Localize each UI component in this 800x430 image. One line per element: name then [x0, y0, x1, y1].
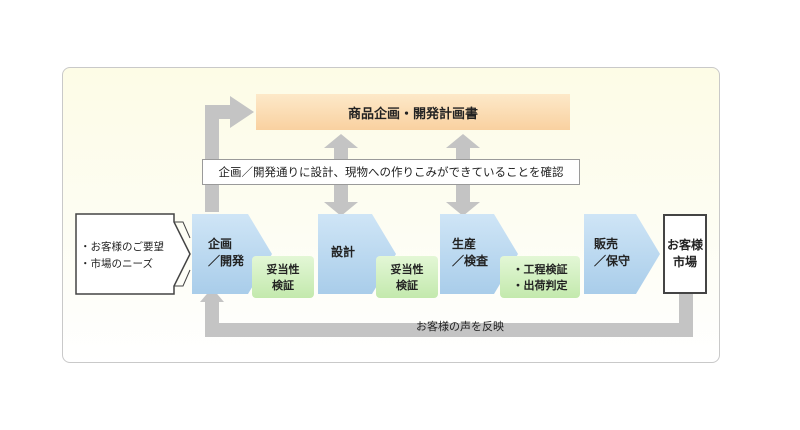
stage-production [440, 214, 518, 294]
stage-label-sales: 販売 ／保守 [594, 236, 630, 270]
stage-label-planning: 企画 ／開発 [208, 236, 244, 270]
stage-line: 生産 [452, 237, 477, 251]
check-line: 検証 [272, 279, 294, 292]
customer-line: 市場 [672, 255, 697, 269]
check-label-2: 妥当性 検証 [376, 262, 438, 294]
needs-item: ・市場のニーズ [80, 258, 153, 270]
check-validation-2 [376, 256, 438, 298]
confirmation-box: 企画／開発通りに設計、現物への作りこみができていることを確認 [202, 159, 580, 185]
needs-item: ・お客様のご要望 [80, 241, 164, 253]
stage-label-design: 設計 [331, 244, 355, 261]
needs-box [75, 213, 191, 295]
stage-line: 企画 [208, 237, 233, 251]
stage-line: ／検査 [452, 254, 489, 268]
stage-line: 設計 [331, 245, 356, 259]
check-label-3: ・工程検証 ・出荷判定 [500, 262, 580, 294]
check-line: 妥当性 [390, 263, 424, 276]
plan-document-box: 商品企画・開発計画書 [256, 94, 570, 130]
check-line: 検証 [396, 279, 418, 292]
needs-text: ・お客様のご要望 ・市場のニーズ [80, 221, 172, 291]
stage-line: 販売 [594, 237, 619, 251]
stage-line: ／保守 [594, 254, 631, 268]
check-line: 妥当性 [266, 263, 300, 276]
stage-line: ／開発 [208, 254, 245, 268]
check-label-1: 妥当性 検証 [252, 262, 314, 294]
customer-line: お客様 [666, 238, 703, 252]
feedback-arrowhead [200, 288, 224, 302]
stage-sales [584, 214, 660, 294]
feedback-label: お客様の声を反映 [416, 320, 504, 333]
check-process [500, 256, 580, 298]
stage-label-production: 生産 ／検査 [452, 236, 488, 270]
customer-market-box: お客様 市場 [663, 214, 707, 294]
check-line: ・工程検証 [512, 263, 568, 276]
check-validation-1 [252, 256, 314, 298]
check-line: ・出荷判定 [512, 279, 568, 292]
up-arrowhead [230, 96, 254, 128]
feedback-loop-arrow [205, 294, 693, 337]
